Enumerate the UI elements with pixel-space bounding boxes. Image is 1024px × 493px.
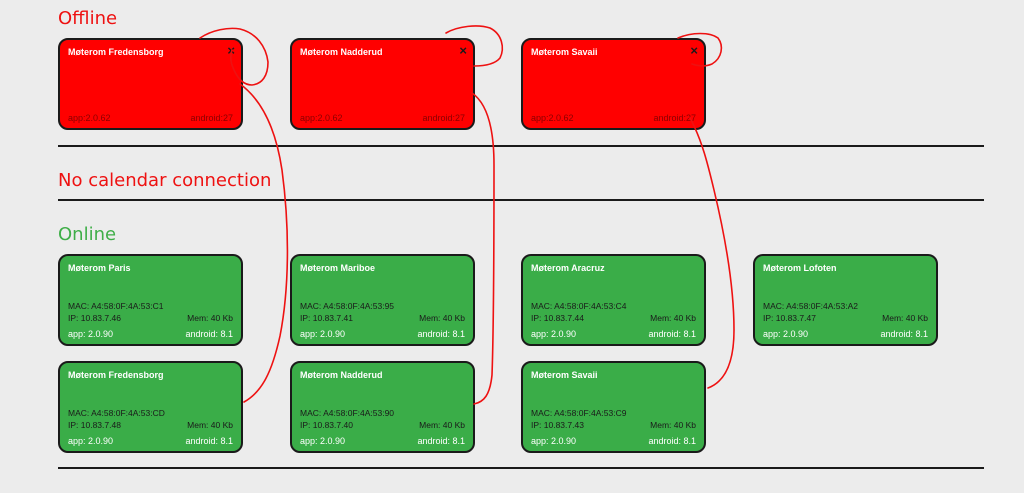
android-version: android: 8.1 — [880, 329, 928, 339]
memory: Mem: 40 Kb — [187, 313, 233, 323]
online-section-title: Online — [58, 224, 117, 245]
android-version: android: 8.1 — [185, 436, 233, 446]
app-version: app: 2.0.90 — [300, 329, 346, 339]
android-version: android:27 — [190, 113, 233, 123]
app-version: app: 2.0.90 — [300, 436, 346, 446]
app-version: app: 2.0.90 — [531, 329, 577, 339]
android-version: android:27 — [653, 113, 696, 123]
offline-device-card[interactable]: Møterom Nadderud × app:2.0.62 android:27 — [290, 38, 475, 130]
mac-address: MAC: A4:58:0F:4A:53:90 — [300, 408, 395, 418]
no-calendar-section-title: No calendar connection — [58, 170, 272, 191]
online-device-card[interactable]: Møterom Fredensborg MAC: A4:58:0F:4A:53:… — [58, 361, 243, 453]
android-version: android: 8.1 — [417, 329, 465, 339]
section-divider — [58, 199, 984, 201]
mac-address: MAC: A4:58:0F:4A:53:CD — [68, 408, 165, 418]
section-divider — [58, 467, 984, 469]
ip-address: IP: 10.83.7.47 — [763, 313, 816, 323]
section-divider — [58, 145, 984, 147]
device-name: Møterom Nadderud — [300, 47, 383, 57]
offline-section-title: Offline — [58, 8, 118, 29]
mac-address: MAC: A4:58:0F:4A:53:C9 — [531, 408, 627, 418]
app-version: app:2.0.62 — [68, 113, 111, 123]
memory: Mem: 40 Kb — [187, 420, 233, 430]
android-version: android: 8.1 — [648, 436, 696, 446]
online-device-card[interactable]: Møterom Mariboe MAC: A4:58:0F:4A:53:95 I… — [290, 254, 475, 346]
ip-address: IP: 10.83.7.40 — [300, 420, 353, 430]
app-version: app:2.0.62 — [300, 113, 343, 123]
device-name: Møterom Paris — [68, 263, 131, 273]
annotation-connector-line — [689, 117, 735, 389]
device-name: Møterom Savaii — [531, 47, 598, 57]
online-device-card[interactable]: Møterom Aracruz MAC: A4:58:0F:4A:53:C4 I… — [521, 254, 706, 346]
annotation-connector-line — [239, 83, 289, 403]
ip-address: IP: 10.83.7.43 — [531, 420, 584, 430]
online-device-card[interactable]: Møterom Savaii MAC: A4:58:0F:4A:53:C9 IP… — [521, 361, 706, 453]
app-version: app: 2.0.90 — [68, 436, 114, 446]
ip-address: IP: 10.83.7.44 — [531, 313, 584, 323]
device-name: Møterom Savaii — [531, 370, 598, 380]
memory: Mem: 40 Kb — [650, 313, 696, 323]
device-name: Møterom Aracruz — [531, 263, 605, 273]
app-version: app: 2.0.90 — [68, 329, 114, 339]
offline-device-card[interactable]: Møterom Fredensborg × app:2.0.62 android… — [58, 38, 243, 130]
close-icon[interactable]: × — [227, 43, 235, 58]
mac-address: MAC: A4:58:0F:4A:53:A2 — [763, 301, 858, 311]
memory: Mem: 40 Kb — [650, 420, 696, 430]
app-version: app:2.0.62 — [531, 113, 574, 123]
device-name: Møterom Fredensborg — [68, 370, 164, 380]
memory: Mem: 40 Kb — [882, 313, 928, 323]
mac-address: MAC: A4:58:0F:4A:53:C4 — [531, 301, 627, 311]
device-name: Møterom Fredensborg — [68, 47, 164, 57]
online-device-card[interactable]: Møterom Nadderud MAC: A4:58:0F:4A:53:90 … — [290, 361, 475, 453]
mac-address: MAC: A4:58:0F:4A:53:C1 — [68, 301, 164, 311]
online-device-card[interactable]: Møterom Paris MAC: A4:58:0F:4A:53:C1 IP:… — [58, 254, 243, 346]
memory: Mem: 40 Kb — [419, 420, 465, 430]
close-icon[interactable]: × — [690, 43, 698, 58]
annotation-connector-line — [471, 92, 495, 405]
online-device-card[interactable]: Møterom Lofoten MAC: A4:58:0F:4A:53:A2 I… — [753, 254, 938, 346]
device-name: Møterom Nadderud — [300, 370, 383, 380]
ip-address: IP: 10.83.7.46 — [68, 313, 121, 323]
device-name: Møterom Mariboe — [300, 263, 376, 273]
close-icon[interactable]: × — [459, 43, 467, 58]
app-version: app: 2.0.90 — [763, 329, 809, 339]
app-version: app: 2.0.90 — [531, 436, 577, 446]
android-version: android:27 — [422, 113, 465, 123]
ip-address: IP: 10.83.7.41 — [300, 313, 353, 323]
android-version: android: 8.1 — [648, 329, 696, 339]
device-name: Møterom Lofoten — [763, 263, 837, 273]
ip-address: IP: 10.83.7.48 — [68, 420, 121, 430]
offline-device-card[interactable]: Møterom Savaii × app:2.0.62 android:27 — [521, 38, 706, 130]
android-version: android: 8.1 — [417, 436, 465, 446]
android-version: android: 8.1 — [185, 329, 233, 339]
mac-address: MAC: A4:58:0F:4A:53:95 — [300, 301, 395, 311]
memory: Mem: 40 Kb — [419, 313, 465, 323]
